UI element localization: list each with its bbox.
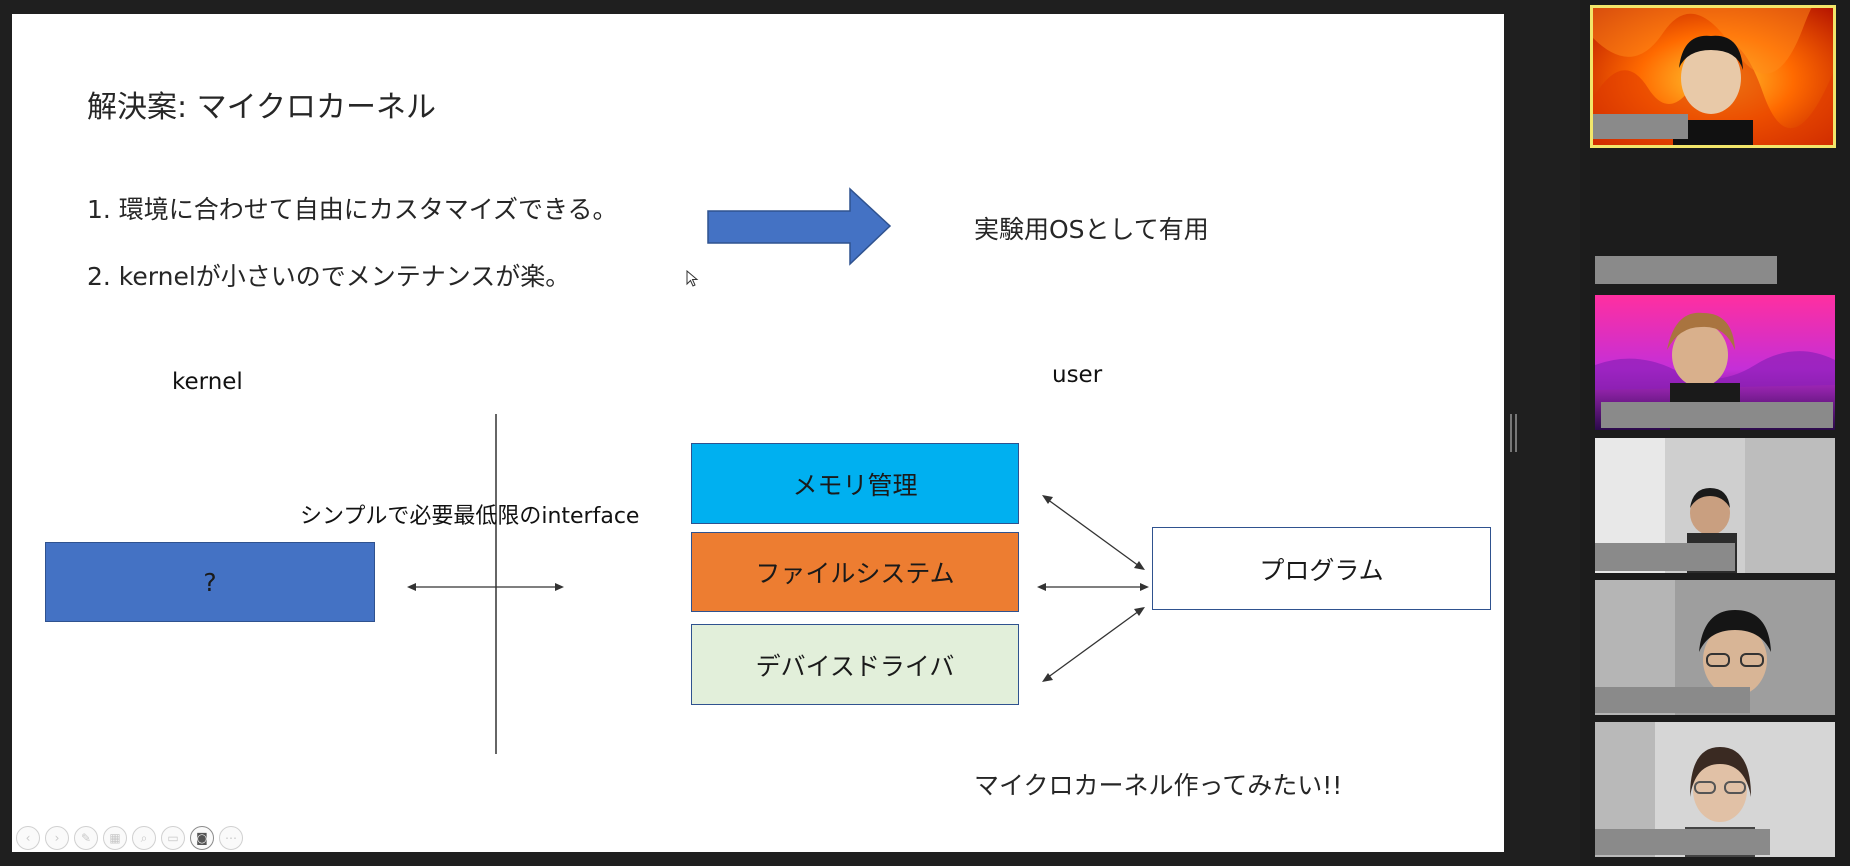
interface-label: シンプルで必要最低限のinterface bbox=[300, 504, 640, 529]
pen-icon[interactable]: ✎ bbox=[74, 826, 98, 850]
zoom-icon[interactable]: ⌕ bbox=[132, 826, 156, 850]
participant-nameplate bbox=[1595, 543, 1735, 571]
participant-tile[interactable] bbox=[1595, 295, 1835, 430]
slides-icon[interactable]: ▦ bbox=[103, 826, 127, 850]
panel-resize-handle[interactable] bbox=[1510, 414, 1518, 452]
participant-tile-no-video[interactable] bbox=[1595, 155, 1835, 290]
slide-title: 解決案: マイクロカーネル bbox=[87, 90, 437, 125]
participant-nameplate bbox=[1593, 114, 1688, 139]
program-box: プログラム bbox=[1152, 527, 1491, 610]
kernel-box: ? bbox=[45, 542, 375, 622]
participant-nameplate bbox=[1595, 829, 1770, 855]
presenter-toolbar: ‹ › ✎ ▦ ⌕ ▭ ◙ ⋯ bbox=[16, 826, 243, 850]
participant-tile[interactable] bbox=[1595, 580, 1835, 715]
participant-tile[interactable] bbox=[1595, 438, 1835, 573]
subtitles-icon[interactable]: ▭ bbox=[161, 826, 185, 850]
arrowhead-right bbox=[555, 583, 564, 591]
participant-tile[interactable] bbox=[1595, 722, 1835, 857]
user-label: user bbox=[1052, 362, 1103, 388]
kernel-label: kernel bbox=[172, 369, 243, 395]
next-icon[interactable]: › bbox=[45, 826, 69, 850]
point-1: 1. 環境に合わせて自由にカスタマイズできる。 bbox=[87, 195, 618, 224]
slide-graphics bbox=[407, 187, 1149, 754]
mouse-cursor-icon bbox=[686, 270, 699, 287]
arrowhead-left bbox=[407, 583, 416, 591]
participant-nameplate bbox=[1601, 402, 1833, 428]
arrow-driver-program bbox=[1046, 610, 1140, 679]
participant-tile-active[interactable] bbox=[1590, 5, 1836, 148]
participant-nameplate bbox=[1595, 256, 1777, 284]
camera-icon[interactable]: ◙ bbox=[190, 826, 214, 850]
prev-icon[interactable]: ‹ bbox=[16, 826, 40, 850]
more-icon[interactable]: ⋯ bbox=[219, 826, 243, 850]
participant-nameplate bbox=[1595, 687, 1750, 713]
file-system-box: ファイルシステム bbox=[691, 532, 1019, 612]
point-2: 2. kernelが小さいのでメンテナンスが楽。 bbox=[87, 262, 571, 291]
arrow-memory-program bbox=[1046, 498, 1140, 567]
right-arrow-shape bbox=[707, 187, 892, 266]
result-text: 実験用OSとして有用 bbox=[974, 215, 1209, 244]
presentation-slide: 解決案: マイクロカーネル 1. 環境に合わせて自由にカスタマイズできる。 2.… bbox=[12, 14, 1504, 852]
closing-text: マイクロカーネル作ってみたい!! bbox=[974, 771, 1343, 800]
device-driver-box: デバイスドライバ bbox=[691, 624, 1019, 705]
memory-management-box: メモリ管理 bbox=[691, 443, 1019, 524]
